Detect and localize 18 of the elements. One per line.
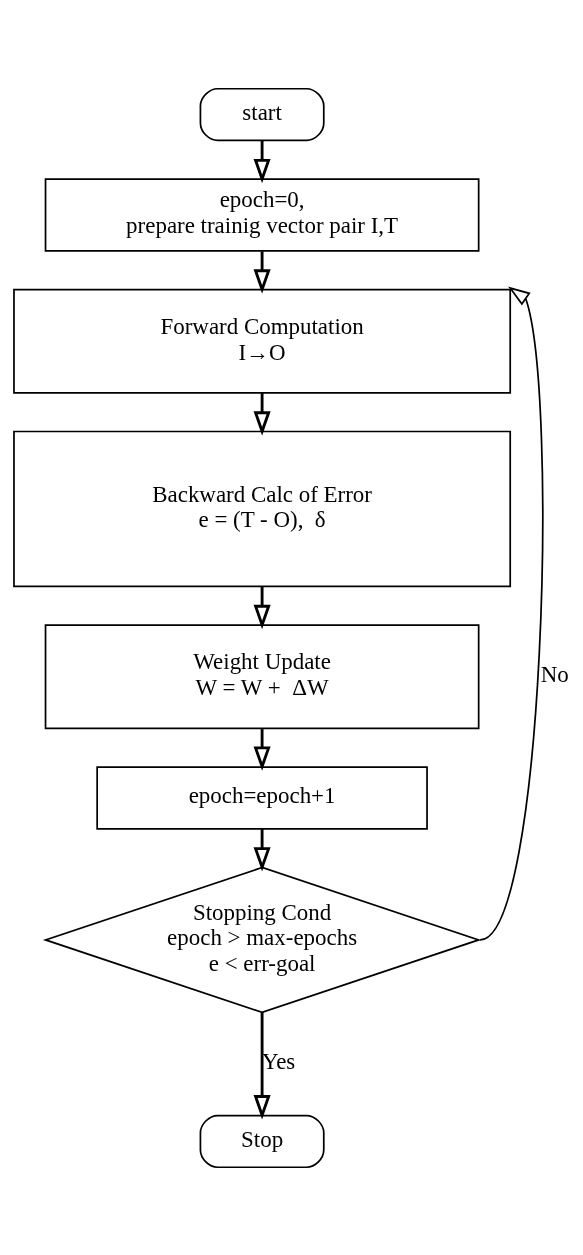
arrow: [253, 728, 271, 771]
edge-label: Yes: [261, 1048, 296, 1074]
arrow: [253, 392, 271, 436]
node-box: Backward Calc of Error e = (T - O), δ: [13, 430, 512, 587]
node-box: Weight Update W = W + ΔW: [44, 623, 480, 729]
node-box: epoch=0, prepare trainig vector pair I,T: [44, 177, 480, 252]
edge-label: No: [540, 661, 569, 687]
node-box: Stop: [199, 1114, 325, 1168]
node-box: epoch=epoch+1: [96, 765, 428, 830]
node-diamond: Stopping Cond epoch > max-epochs e < err-goal: [42, 866, 482, 1013]
node-box: Forward Computation I→O: [13, 288, 512, 394]
arrow: [253, 586, 271, 629]
arrow: [253, 140, 271, 183]
node-box: start: [199, 87, 325, 141]
arrow: [253, 1012, 271, 1120]
arrow: [253, 828, 271, 872]
arrow: [479, 286, 544, 941]
arrow: [253, 250, 271, 294]
